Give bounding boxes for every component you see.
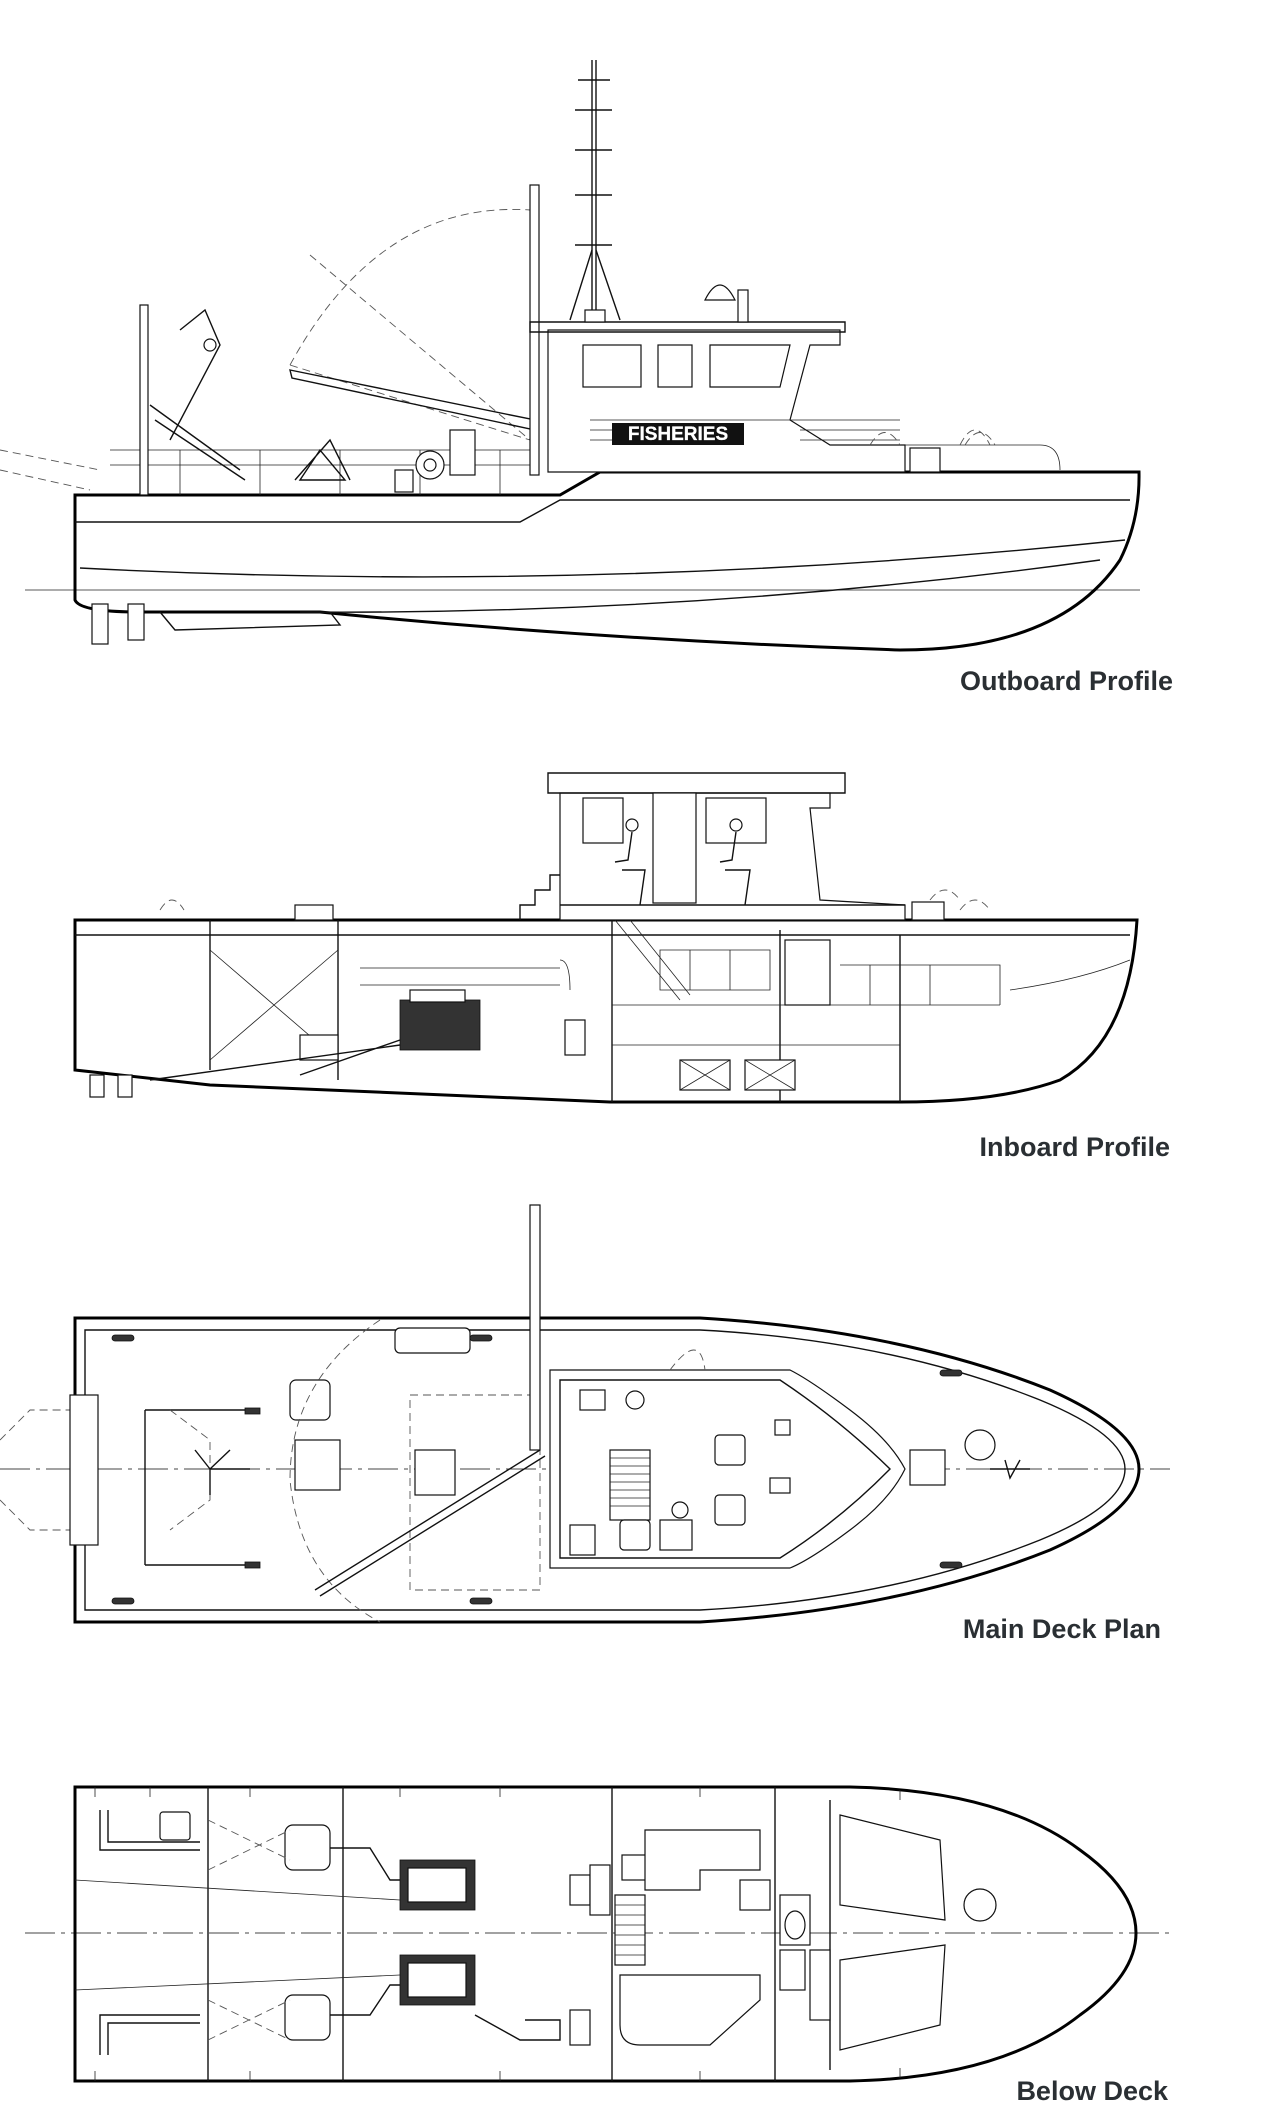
inboard-profile-drawing	[73, 772, 1139, 1104]
outboard-profile-label: Outboard Profile	[959, 666, 1173, 696]
below-deck-drawing	[25, 1785, 1170, 2083]
main-deck-plan-label: Main Deck Plan	[962, 1614, 1161, 1644]
main-deck-plan-drawing	[0, 1204, 1170, 1624]
outboard-profile-drawing: FISHERIES	[0, 60, 1141, 652]
below-deck-label: Below Deck	[1016, 2076, 1168, 2106]
inboard-profile-label: Inboard Profile	[979, 1132, 1170, 1162]
hull-lettering: FISHERIES	[628, 424, 728, 445]
